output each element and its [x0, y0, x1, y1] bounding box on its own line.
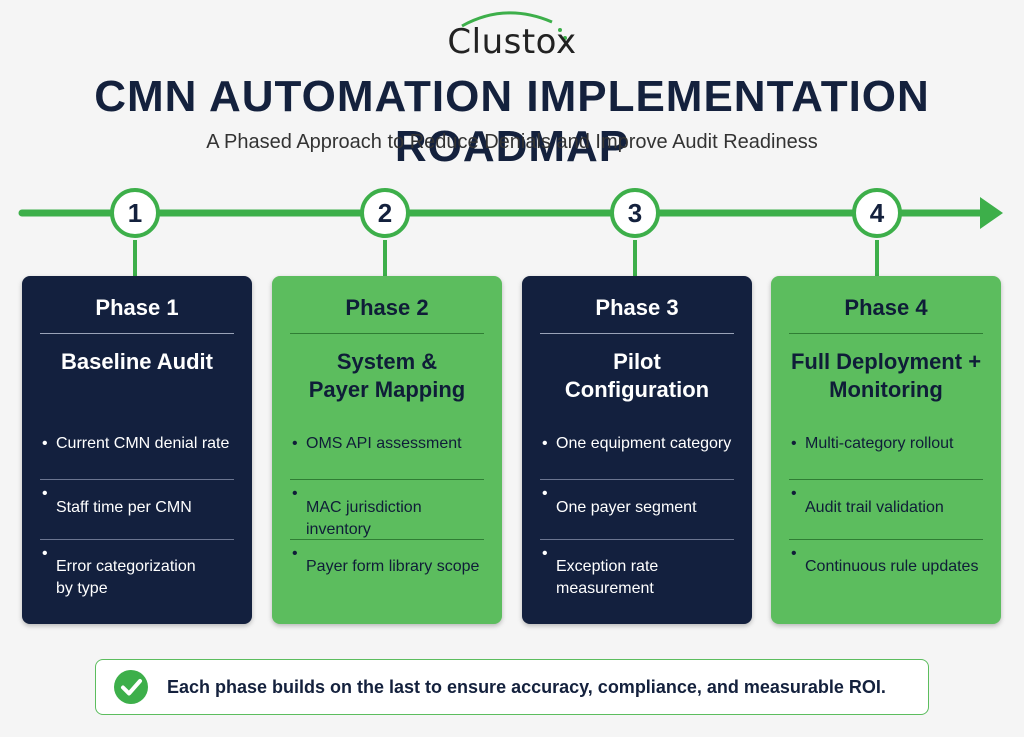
bullet-item: Payer form library scope [290, 540, 484, 600]
divider [789, 333, 983, 334]
logo-text: Clustox [447, 22, 577, 62]
divider [540, 333, 734, 334]
phase-title: Baseline Audit [61, 349, 213, 374]
phase-label: Phase 4 [844, 295, 928, 320]
phase-card-4: Phase 4 Full Deployment + Monitoring Mul… [771, 276, 1001, 624]
timeline-arrowhead-icon [980, 197, 1003, 229]
page-subtitle: A Phased Approach to Reduce Denials and … [206, 131, 818, 153]
footer-text: Each phase builds on the last to ensure … [167, 677, 886, 697]
step-number-3: 3 [610, 188, 660, 238]
bullet-item: Exception rate measurement [540, 540, 734, 600]
phase-label: Phase 2 [345, 295, 429, 320]
phase-label: Phase 1 [95, 295, 179, 320]
phase-card-2: Phase 2 System & Payer Mapping OMS API a… [272, 276, 502, 624]
bullet-item: Continuous rule updates [789, 540, 983, 600]
step-number-4: 4 [852, 188, 902, 238]
divider [40, 333, 234, 334]
bullet-item: MAC jurisdiction inventory [290, 480, 484, 539]
footer-banner: Each phase builds on the last to ensure … [95, 659, 929, 715]
bullet-item: Staff time per CMN [40, 480, 234, 539]
check-circle-icon [114, 670, 148, 704]
step-number-2: 2 [360, 188, 410, 238]
bullet-item: Audit trail validation [789, 480, 983, 539]
phase-label: Phase 3 [595, 295, 679, 320]
phase-title: System & Payer Mapping [308, 349, 466, 402]
phase-title: Full Deployment + Monitoring [790, 349, 982, 402]
bullet-item: Error categorization by type [40, 540, 234, 600]
bullet-item: Current CMN denial rate [40, 430, 234, 479]
logo: Clustox [0, 0, 1024, 70]
bullet-item: OMS API assessment [290, 430, 484, 479]
page-title: CMN AUTOMATION IMPLEMENTATION ROADMAP [94, 72, 930, 171]
step-number-1: 1 [110, 188, 160, 238]
timeline-arrow [18, 197, 1003, 276]
bullet-item: Multi-category rollout [789, 430, 983, 479]
bullet-item: One equipment category [540, 430, 734, 479]
phase-card-1: Phase 1 Baseline Audit Current CMN denia… [22, 276, 252, 624]
bullet-item: One payer segment [540, 480, 734, 539]
phase-title: Pilot Configuration [564, 349, 710, 402]
logo-swoosh-icon [461, 11, 567, 40]
phase-card-3: Phase 3 Pilot Configuration One equipmen… [522, 276, 752, 624]
divider [290, 333, 484, 334]
